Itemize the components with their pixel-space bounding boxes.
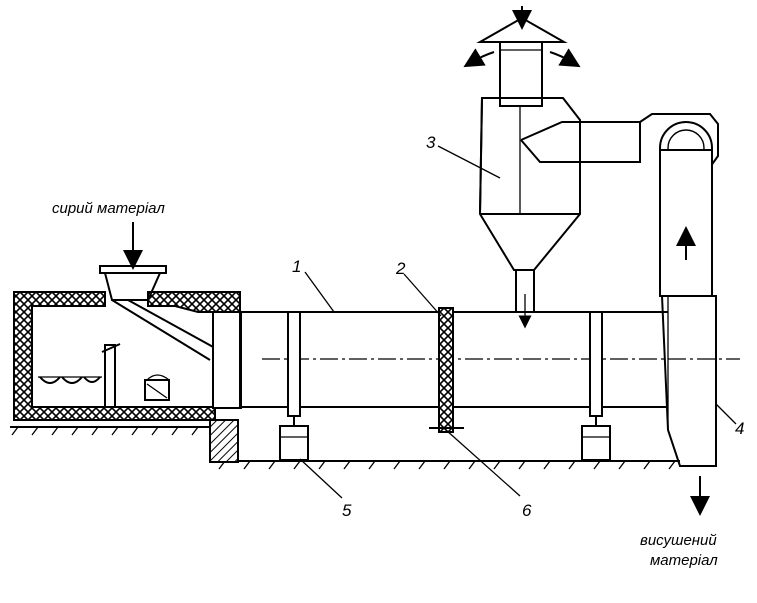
furnace	[13, 291, 241, 421]
raw-material-label: сирий матеріал	[52, 200, 165, 217]
label-4-discharge-chamber: 4	[735, 419, 744, 438]
inlet-foundation	[209, 311, 242, 463]
label-3-cyclone: 3	[426, 133, 436, 152]
ground	[10, 426, 680, 470]
label-1-drum: 1	[292, 257, 301, 276]
leader-lines	[299, 145, 737, 499]
label-5-support-roller: 5	[342, 501, 352, 520]
support-rollers	[279, 311, 611, 461]
dried-material-label-line1: висушений	[640, 532, 717, 549]
label-2-gear-ring: 2	[395, 259, 406, 278]
cyclone	[463, 6, 581, 329]
duct	[520, 113, 719, 297]
label-6-pinion: 6	[522, 501, 532, 520]
dried-material-label-line2: матеріал	[650, 552, 718, 569]
discharge-chamber	[661, 295, 717, 516]
gear-ring	[429, 307, 464, 433]
